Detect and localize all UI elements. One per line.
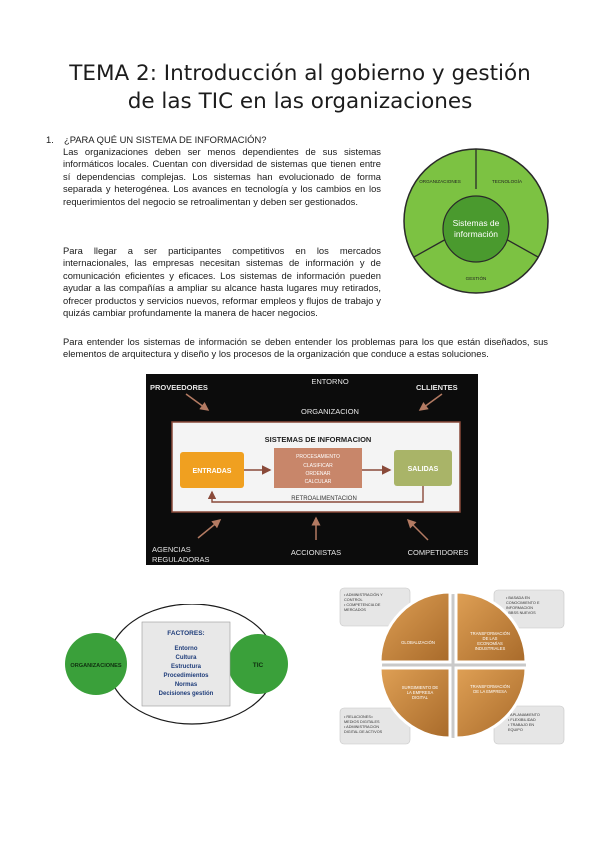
procesamiento-label: PROCESAMIENTO: [296, 454, 340, 460]
box-br-line: EQUIPO: [508, 728, 523, 732]
calcular-label: CALCULAR: [305, 479, 332, 485]
paragraph-2: Para llegar a ser participantes competit…: [63, 245, 381, 319]
factor-item: Estructura: [171, 664, 202, 670]
factor-item: Procedimientos: [163, 673, 209, 679]
factor-item: Normas: [175, 682, 198, 688]
box-tl-line: MERCADOS: [344, 608, 366, 612]
section-heading: 1. ¿PARA QUÉ UN SISTEMA DE INFORMACIÓN?: [46, 134, 266, 145]
quadrant-top-right: [454, 590, 528, 664]
salidas-box: [394, 450, 452, 486]
organizacion-label: ORGANIZACION: [301, 407, 359, 416]
clientes-arrow: [418, 393, 443, 411]
competidores-label: COMPETIDORES: [408, 548, 469, 557]
divider-right: [503, 237, 539, 258]
box-bl-line: MEDIOS DIGITALES: [344, 720, 380, 724]
box-br-line: • TRABAJO EN: [508, 723, 534, 727]
box-tl-line: • ADMINISTRACIÓN Y: [344, 592, 383, 597]
quadrant-tr-label: ECONOMÍAS: [477, 641, 503, 646]
paragraph-3: Para entender los sistemas de informació…: [63, 336, 548, 360]
title-line-2: de las TIC en las organizaciones: [127, 89, 473, 114]
factores-heading: FACTORES:: [167, 630, 204, 637]
section-heading-text: ¿PARA QUÉ UN SISTEMA DE INFORMACIÓN?: [64, 134, 267, 145]
salidas-label: SALIDAS: [408, 466, 439, 473]
quadrant-tl-label: GLOBALIZACIÓN: [401, 640, 435, 645]
box-tr-line: • BASADA EN: [506, 596, 530, 600]
quadrant-br-label: DE LA EMPRESA: [473, 689, 507, 694]
quadrant-top-left: [378, 590, 452, 664]
title-line-1: TEMA 2: Introducción al gobierno y gesti…: [69, 61, 531, 86]
box-tr-line: • BBSS NUEVOS: [506, 611, 536, 615]
competidores-arrow: [406, 518, 429, 541]
quadrant-tr-label: TRANSFORMACIÓN: [470, 631, 510, 636]
clientes-label: CLLIENTES: [416, 383, 458, 392]
quadrant-bl-label: SURGIMIENTO DE: [402, 685, 439, 690]
proveedores-arrow: [185, 393, 210, 411]
center-label-line-2: información: [454, 229, 498, 239]
page-title: TEMA 2: Introducción al gobierno y gesti…: [40, 60, 560, 116]
organizaciones-circle-label: ORGANIZACIONES: [70, 663, 122, 669]
box-tr-line: CONOCIMIENTO E: [506, 601, 540, 605]
box-br-line: • APLANAMIENTO: [508, 713, 540, 717]
procesamiento-box: [274, 448, 362, 488]
box-bl-line: • RELACIONES=: [344, 715, 374, 719]
factor-item: Cultura: [176, 655, 198, 661]
proveedores-label: PROVEEDORES: [150, 383, 208, 392]
retroalimentacion-label: RETROALIMENTACION: [291, 496, 357, 502]
quadrant-bottom-left: [378, 666, 452, 740]
quadrant-tr-label: INDUSTRIALES: [475, 646, 506, 651]
center-label-line-1: Sistemas de: [453, 218, 500, 228]
quadrant-bottom-right: [454, 666, 528, 740]
tic-circle-label: TIC: [253, 662, 264, 669]
gestion-label: GESTIÓN: [466, 275, 487, 281]
entradas-box: [180, 452, 244, 488]
factor-item: Entorno: [175, 646, 198, 652]
business-transformation-quadrant-diagram: • ADMINISTRACIÓN Y CONTROL • COMPETENCIA…: [339, 587, 565, 745]
quadrant-bl-label: LA EMPRESA: [407, 690, 434, 695]
quadrant-tr-label: DE LAS: [483, 636, 498, 641]
tic-circle: [228, 634, 288, 694]
ordenar-label: ORDENAR: [305, 471, 330, 477]
quadrant-br-label: TRANSFORMACIÓN: [470, 684, 510, 689]
information-systems-circle-diagram: Sistemas de información ORGANIZACIONES T…: [403, 148, 549, 294]
reguladoras-label: REGULADORAS: [152, 555, 210, 564]
section-number: 1.: [46, 134, 54, 145]
factors-diagram: ORGANIZACIONES TIC FACTORES: Entorno Cul…: [65, 604, 288, 725]
box-tr-line: INFORMACION: [506, 606, 533, 610]
factores-box: [141, 621, 231, 707]
organizaciones-circle: [65, 633, 127, 695]
organizaciones-label: ORGANIZACIONES: [419, 179, 461, 184]
information-system-environment-diagram: ENTORNO PROVEEDORES CLLIENTES ORGANIZACI…: [146, 374, 478, 565]
agencias-label: AGENCIAS: [152, 545, 191, 554]
box-tl-line: CONTROL: [344, 598, 363, 602]
agencias-arrow: [197, 519, 222, 539]
box-bl-line: • ADMINISTRACION: [344, 725, 379, 729]
divider-left: [413, 237, 449, 258]
box-tl-line: • COMPETENCIA DE: [344, 603, 381, 607]
clasificar-label: CLASIFICAR: [303, 463, 333, 469]
quadrant-bl-label: DIGITAL: [412, 695, 429, 700]
entradas-label: ENTRADAS: [193, 468, 232, 475]
tecnologia-label: TECNOLOGÍA: [492, 178, 523, 184]
retroalimentacion-arrow: [207, 486, 424, 503]
entorno-label: ENTORNO: [311, 377, 349, 386]
factor-item: Decisiones gestión: [159, 691, 214, 697]
inner-circle: [442, 195, 510, 263]
paragraph-1: Las organizaciones deben ser menos depen…: [63, 146, 381, 207]
box-br-line: • FLEXIBILIDAD: [508, 718, 536, 722]
accionistas-label: ACCIONISTAS: [291, 548, 341, 557]
box-bl-line: DIGITAL DE ACTIVOS: [344, 730, 383, 734]
sistemas-label: SISTEMAS DE INFORMACION: [265, 435, 372, 444]
